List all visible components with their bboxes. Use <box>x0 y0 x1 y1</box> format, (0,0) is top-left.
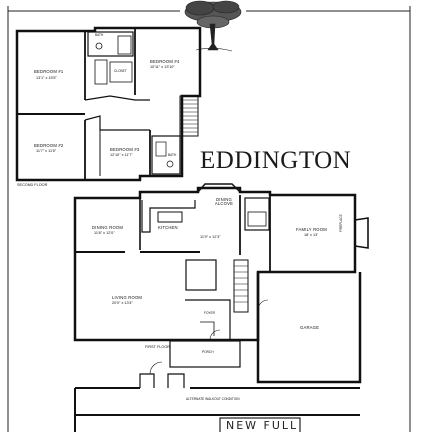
first-floor-label: FIRST FLOOR <box>145 345 171 349</box>
tree-logo-icon <box>184 0 242 52</box>
room-label-family-room: FAMILY ROOM <box>296 227 327 232</box>
room-label-foyer: FOYER <box>204 311 215 315</box>
room-label-bath-lower: BATH <box>168 153 177 157</box>
basement-walkout-plan <box>74 361 360 432</box>
room-label-living-room: LIVING ROOM <box>112 295 143 300</box>
room-label-dining-room: DINING ROOM <box>92 225 124 230</box>
room-dims-bedroom-3: 12'10" x 11'7" <box>110 153 133 157</box>
second-floor-plan <box>15 26 202 182</box>
basement-note: ALTERNATE WALKOUT CONDITION <box>186 397 240 401</box>
sheet-frame <box>7 6 411 432</box>
room-label-closet: CLOSET <box>114 69 127 73</box>
room-label-bedroom-1: BEDROOM #1 <box>34 69 64 74</box>
first-floor-plan <box>73 183 369 384</box>
room-label-kitchen: KITCHEN <box>158 225 178 230</box>
room-label-dining-alcove: DINING ALCOVE <box>214 197 234 207</box>
stamp-text: NEW FULL <box>226 419 299 432</box>
room-dims-kitchen: 11'9" x 12'3" <box>200 235 221 239</box>
room-label-bedroom-3: BEDROOM #3 <box>110 147 140 152</box>
room-label-bedroom-2: BEDROOM #2 <box>34 143 64 148</box>
room-dims-bedroom-1: 13'1" x 15'5" <box>36 76 57 80</box>
room-label-bath-upper: BATH <box>95 33 104 37</box>
room-label-bedroom-4: BEDROOM #4 <box>150 59 180 64</box>
room-dims-family-room: 18' x 13' <box>304 233 318 237</box>
room-dims-living-room: 20'0" x 13'4" <box>112 301 133 305</box>
room-label-garage: GARAGE <box>300 325 320 330</box>
second-floor-label: SECOND FLOOR <box>17 183 48 187</box>
room-dims-dining-room: 11'8" x 12'0" <box>94 231 115 235</box>
room-label-fireplace: FIREPLACE <box>339 214 343 232</box>
room-dims-bedroom-4: 10'11" x 13'10" <box>150 65 175 69</box>
room-label-porch: PORCH <box>202 350 214 354</box>
room-dims-bedroom-2: 11'7" x 11'5" <box>36 149 57 153</box>
plan-title: EDDINGTON <box>200 147 352 174</box>
stamp-box <box>219 417 301 432</box>
